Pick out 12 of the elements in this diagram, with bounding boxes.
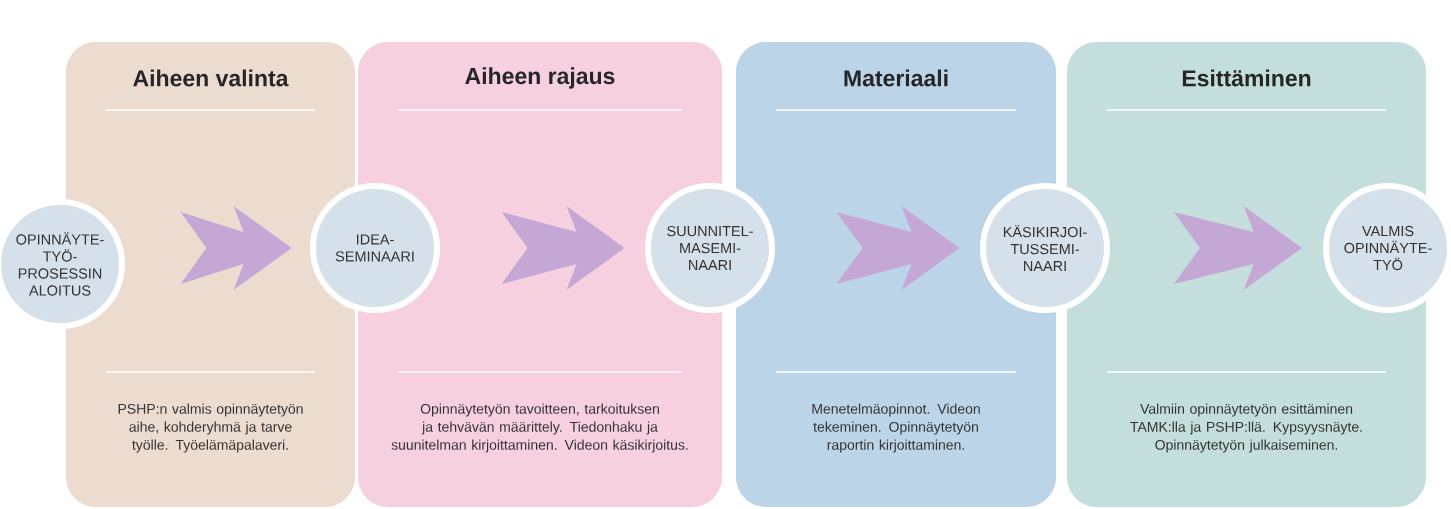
arrow bbox=[1173, 206, 1302, 290]
stage-heading: Esittäminen bbox=[1182, 69, 1311, 87]
arrow bbox=[501, 206, 625, 290]
arrow bbox=[180, 206, 292, 290]
stage-description: PSHP:n valmis opinnäytetyön aihe, kohderyhmä ja tarve työlle. Työelämäpalaveri. bbox=[118, 403, 303, 453]
stage-description: Opinnäytetyön tavoitteen, tarkoituksen ja tehvävän määrittely. Tiedonhaku ja suunitelman kirjoittaminen. Videon käsikirjoitus. bbox=[391, 403, 688, 453]
arrow bbox=[836, 206, 960, 290]
stage-heading: Aiheen valinta bbox=[133, 69, 289, 87]
stage-description: Valmiin opinnäytetyön esittäminen TAMK:lla ja PSHP:llä. Kypsyysnäyte. Opinnäytetyön julkaiseminen. bbox=[1130, 403, 1362, 453]
stage-description: Menetelmäopinnot. Videon tekeminen. Opinnäytetyön raportin kirjoittaminen. bbox=[812, 403, 980, 453]
stage-heading: Materiaali bbox=[844, 69, 948, 87]
stage-heading: Aiheen rajaus bbox=[465, 67, 615, 89]
